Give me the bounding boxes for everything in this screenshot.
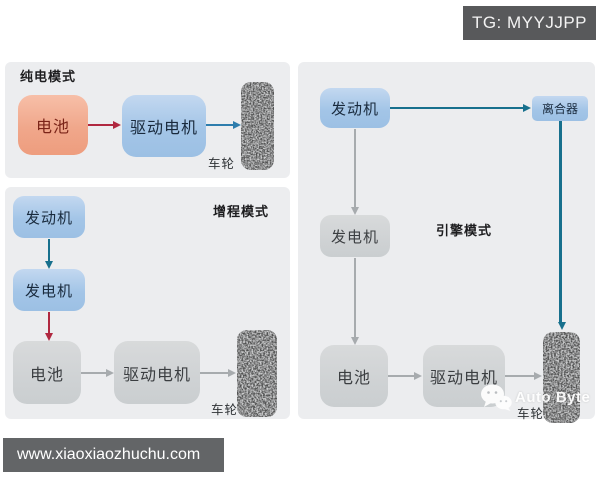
arrow-clutch-to-wheel	[558, 121, 566, 330]
arrow-motor-to-wheel	[200, 369, 236, 377]
panel-pure-electric: 纯电模式 电池 驱动电机 车轮	[5, 62, 290, 178]
arrow-engine-to-generator	[45, 239, 53, 269]
wheel-label: 车轮	[208, 157, 236, 171]
footer-url-bar: www.xiaoxiaozhuchu.com	[3, 438, 224, 472]
arrow-generator-to-battery	[351, 258, 359, 345]
node-drive-motor-label: 驱动电机	[429, 370, 498, 387]
node-engine: 发动机	[320, 88, 390, 128]
node-battery: 电池	[18, 95, 88, 155]
wechat-icon	[480, 383, 512, 411]
node-generator-label: 发电机	[330, 228, 379, 246]
node-drive-motor-label: 驱动电机	[129, 120, 198, 137]
arrow-motor-to-wheel	[505, 372, 542, 380]
arrow-engine-to-generator	[351, 129, 359, 215]
arrow-battery-to-motor	[81, 369, 114, 377]
arrow-battery-to-motor	[88, 121, 121, 129]
arrow-battery-to-motor	[388, 372, 422, 380]
panel-title: 增程模式	[213, 204, 270, 219]
arrow-engine-to-clutch	[390, 104, 531, 112]
node-battery-label: 电池	[336, 370, 371, 387]
node-battery: 电池	[13, 341, 81, 404]
node-engine: 发动机	[13, 196, 85, 238]
node-battery-label: 电池	[29, 366, 64, 384]
wheel-graphic	[237, 330, 277, 417]
panel-title: 引擎模式	[436, 223, 493, 238]
watermark-brand: Auto Byte	[515, 388, 591, 406]
node-battery-label: 电池	[35, 119, 70, 136]
panel-engine-mode: 引擎模式 发动机 离合器 发电机 电池 驱动电机	[298, 62, 595, 423]
node-generator-label: 发电机	[24, 282, 73, 300]
wheel-graphic	[241, 82, 274, 170]
wheel-label: 车轮	[211, 403, 239, 417]
node-battery: 电池	[320, 345, 388, 407]
node-drive-motor: 驱动电机	[122, 95, 206, 157]
tg-badge-label: TG: MYYJJPP	[471, 13, 588, 32]
panel-title: 纯电模式	[20, 69, 77, 84]
node-drive-motor-label: 驱动电机	[122, 366, 191, 384]
wheel-label: 车轮	[517, 407, 545, 421]
tg-badge: TG: MYYJJPP	[463, 6, 596, 40]
node-engine-label: 发动机	[330, 100, 379, 118]
node-clutch: 离合器	[532, 96, 588, 121]
node-clutch-label: 离合器	[541, 102, 578, 116]
watermark: Auto Byte	[480, 383, 590, 411]
arrow-motor-to-wheel	[206, 121, 241, 129]
node-generator: 发电机	[320, 215, 390, 257]
panel-range-extender: 增程模式 发动机 发电机 电池 驱动电机 车轮	[5, 187, 290, 419]
node-drive-motor: 驱动电机	[114, 341, 200, 404]
footer-url: www.xiaoxiaozhuchu.com	[17, 446, 201, 463]
arrow-generator-to-battery	[45, 312, 53, 341]
wheel-graphic	[543, 332, 580, 423]
node-engine-label: 发动机	[24, 209, 73, 227]
node-generator: 发电机	[13, 269, 85, 311]
